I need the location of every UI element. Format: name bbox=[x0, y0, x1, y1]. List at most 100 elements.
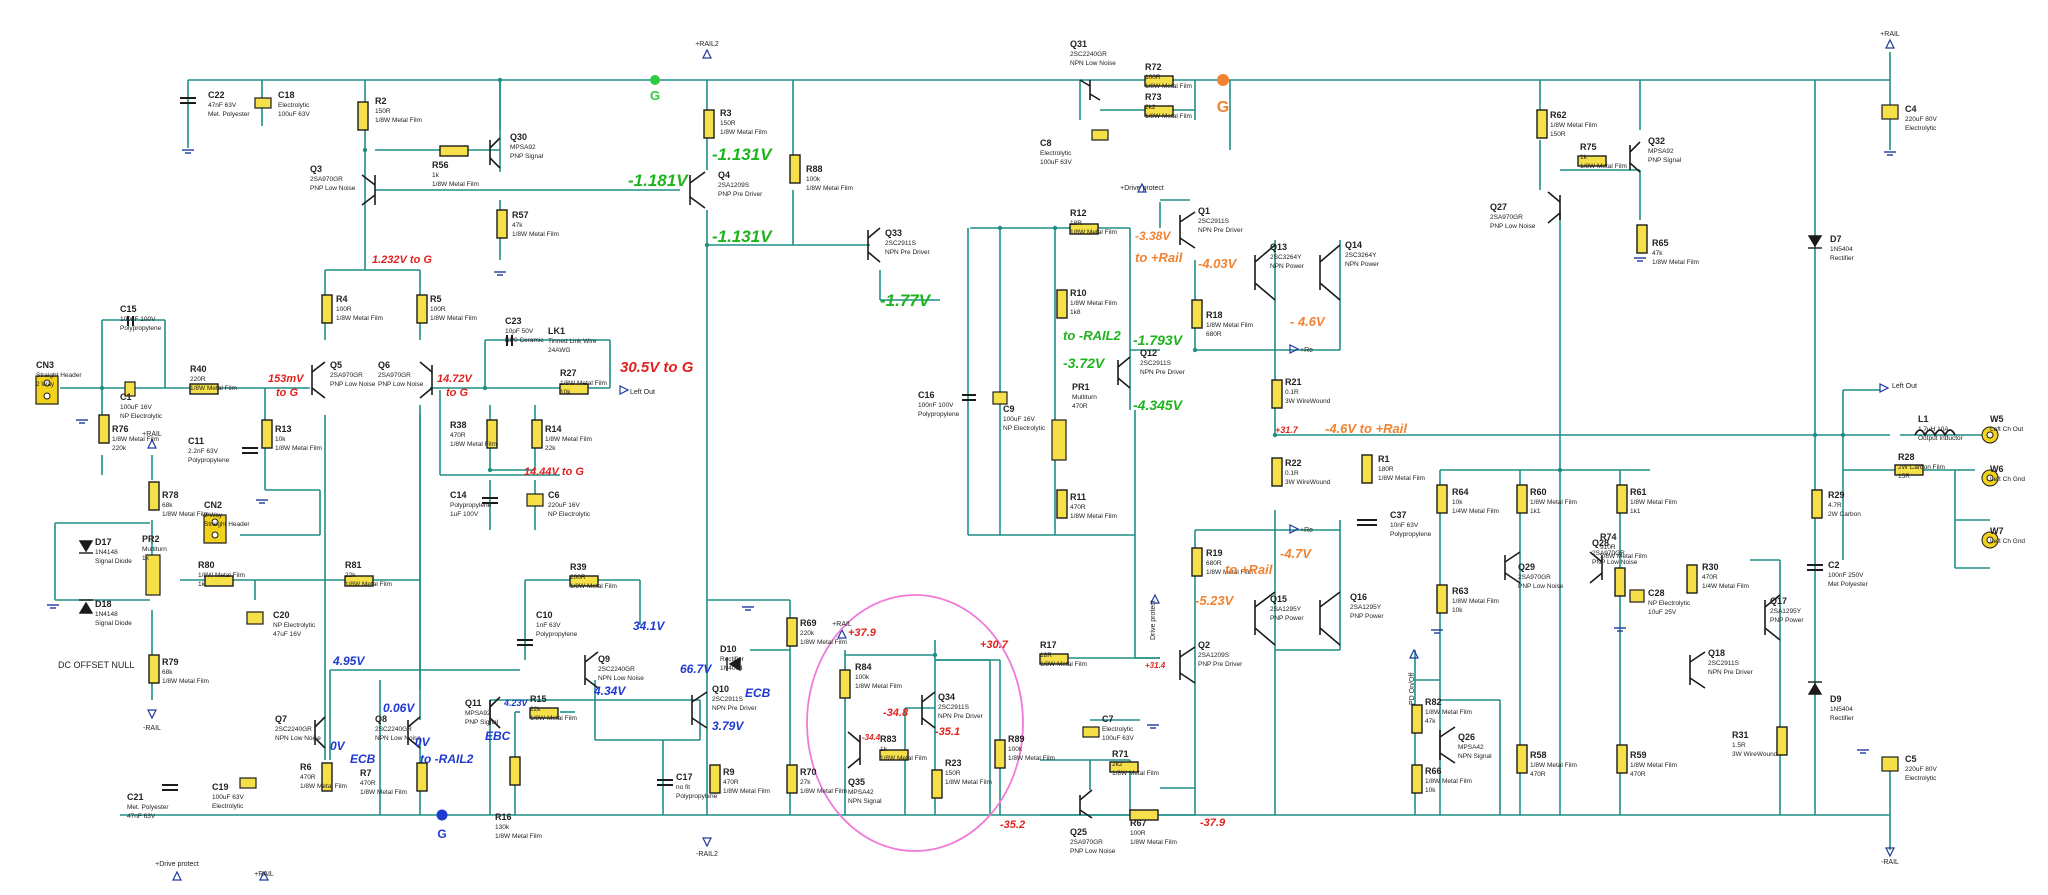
component-label-CN3: 2 Way bbox=[36, 381, 55, 388]
component-label-D10: Rectifier bbox=[720, 656, 745, 663]
component-label-R83: R83 bbox=[880, 734, 897, 744]
component-label-Q14: NPN Power bbox=[1345, 261, 1380, 268]
component-label-C11: Polypropylene bbox=[188, 457, 230, 464]
component-label-Q30: Q30 bbox=[510, 132, 527, 142]
component-label-Q4: PNP Pre Driver bbox=[718, 191, 763, 198]
component-label-W6: Left Ch Gnd bbox=[1990, 476, 2025, 483]
arrow-icon bbox=[837, 628, 847, 639]
component-label-R40: R40 bbox=[190, 364, 207, 374]
component-label-W5: W5 bbox=[1990, 414, 2004, 424]
component-label-R27: 1/8W Metal Film bbox=[560, 380, 607, 387]
resistor-R82 bbox=[1411, 704, 1423, 734]
resistor-R73 bbox=[1144, 105, 1174, 117]
component-label-C10: 1nF 63V bbox=[536, 622, 561, 629]
terminal-W7 bbox=[1981, 531, 1999, 549]
resistor-R89 bbox=[994, 739, 1006, 769]
transistor-Q3 bbox=[361, 174, 376, 206]
component-label-R59: 470R bbox=[1630, 771, 1646, 778]
resistor-R88 bbox=[789, 154, 801, 184]
component-label-CN3: Straight Header bbox=[36, 372, 82, 379]
component-label-C37: 10nF 63V bbox=[1390, 522, 1419, 529]
component-label-R74: 1/8W Metal Film bbox=[1600, 553, 1647, 560]
arrow-icon bbox=[147, 438, 157, 449]
component-label-R63: R63 bbox=[1452, 586, 1469, 596]
resistor-R2 bbox=[357, 101, 369, 131]
resistor-R83 bbox=[879, 749, 909, 761]
component-label-C21: Met. Polyester bbox=[127, 804, 169, 811]
voltage-annotation: -35.2 bbox=[1000, 819, 1025, 831]
component-label-C1: 100uF 16V bbox=[120, 404, 152, 411]
component-label-R84: 1/8W Metal Film bbox=[855, 683, 902, 690]
resistor-R15 bbox=[529, 707, 559, 719]
note-label: DC OFFSET NULL bbox=[58, 660, 134, 670]
transistor-Q30 bbox=[489, 137, 501, 169]
component-label-R27: R27 bbox=[560, 368, 577, 378]
component-label-R7: R7 bbox=[360, 768, 372, 778]
cap-C11 bbox=[242, 447, 258, 454]
capacitor-bodies bbox=[124, 97, 1899, 791]
ground-node-orange bbox=[1217, 74, 1229, 86]
component-label-R11: R11 bbox=[1070, 492, 1086, 502]
voltage-annotation: 4.34V bbox=[593, 684, 626, 698]
ground-icon bbox=[494, 271, 506, 276]
transistor-Q12 bbox=[1117, 356, 1131, 389]
component-label-R31: R31 bbox=[1732, 730, 1749, 740]
component-label-R40: 220R bbox=[190, 376, 206, 383]
voltage-annotation: -3.72V bbox=[1063, 355, 1106, 371]
rail-label: +RAIL2 bbox=[695, 41, 719, 48]
component-label-R56: R56 bbox=[432, 160, 449, 170]
component-label-R5: 1/8W Metal Film bbox=[430, 315, 477, 322]
voltage-annotation: -1.77V bbox=[880, 291, 932, 310]
component-label-R67: 100R bbox=[1130, 830, 1146, 837]
arrow-icon bbox=[259, 870, 269, 881]
component-label-R84: 100k bbox=[855, 674, 870, 681]
component-label-W7: W7 bbox=[1990, 526, 2004, 536]
ground-node-blue bbox=[436, 809, 448, 821]
component-label-R1: R1 bbox=[1378, 454, 1390, 464]
component-label-R64: 1/4W Metal Film bbox=[1452, 508, 1499, 515]
component-label-R69: R69 bbox=[800, 618, 817, 628]
component-label-Q31: 2SC2240GR bbox=[1070, 51, 1107, 58]
component-label-Q18: Q18 bbox=[1708, 648, 1725, 658]
ground-node-green bbox=[650, 75, 660, 85]
voltage-annotation: -35.1 bbox=[935, 726, 960, 738]
component-label-LK1: 24AWG bbox=[548, 347, 571, 354]
component-label-R12: 18R bbox=[1070, 220, 1082, 227]
voltage-annotation: 0V bbox=[415, 735, 431, 749]
component-label-R82: R82 bbox=[1425, 697, 1442, 707]
component-label-Q26: NPN Signal bbox=[1458, 753, 1492, 760]
component-label-Q13: NPN Power bbox=[1270, 263, 1305, 270]
terminal-W6 bbox=[1981, 469, 1999, 487]
component-label-R65: R65 bbox=[1652, 238, 1669, 248]
component-label-Q27: 2SA970GR bbox=[1490, 214, 1523, 221]
component-label-R10: 1k8 bbox=[1070, 309, 1081, 316]
ground-icon bbox=[1857, 749, 1869, 754]
component-label-C15: Polypropylene bbox=[120, 325, 162, 332]
component-label-R31: 1.5R bbox=[1732, 742, 1746, 749]
voltage-annotation: -4.345V bbox=[1133, 397, 1184, 413]
component-label-Q31: Q31 bbox=[1070, 39, 1087, 49]
resistor-R18 bbox=[1191, 299, 1203, 329]
component-label-C23: C23 bbox=[505, 316, 522, 326]
component-label-Q17: Q17 bbox=[1770, 596, 1787, 606]
component-label-Q26: MPSA42 bbox=[1458, 744, 1484, 751]
rail-label: +Drive protect bbox=[1120, 185, 1164, 192]
component-label-C5: C5 bbox=[1905, 754, 1917, 764]
cap-C18 bbox=[254, 97, 272, 109]
transistor-Q15 bbox=[1254, 591, 1276, 646]
component-label-R60: 1/8W Metal Film bbox=[1530, 499, 1577, 506]
resistor-R59 bbox=[1616, 744, 1628, 774]
voltage-annotation: -4.03V bbox=[1198, 256, 1238, 271]
resistor-R17 bbox=[1039, 653, 1069, 665]
transistor-Q5 bbox=[311, 361, 326, 399]
component-label-R38: 470R bbox=[450, 432, 466, 439]
resistor-R4 bbox=[321, 294, 333, 324]
component-label-Q35: NPN Signal bbox=[848, 798, 882, 805]
component-label-Q25: PNP Low Noise bbox=[1070, 848, 1116, 855]
ground-icon bbox=[76, 419, 88, 424]
component-label-Q15: Q15 bbox=[1270, 594, 1287, 604]
component-label-R75: 1/8W Metal Film bbox=[1580, 163, 1627, 170]
transistor-Q29 bbox=[1504, 551, 1521, 584]
component-label-R10: 1/8W Metal Film bbox=[1070, 300, 1117, 307]
component-label-R76: R76 bbox=[112, 424, 129, 434]
